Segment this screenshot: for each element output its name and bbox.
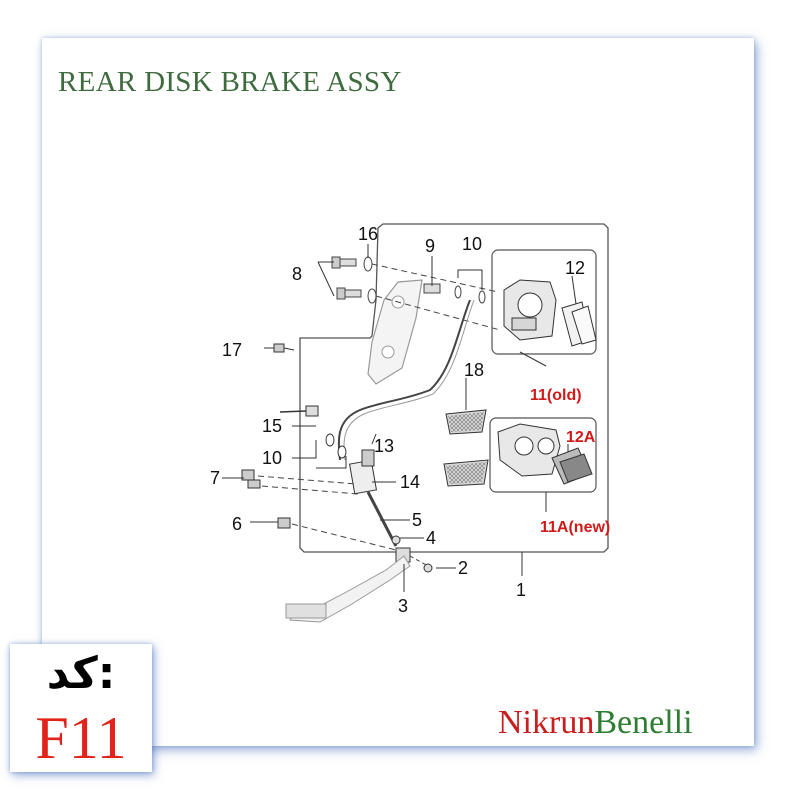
page-title: REAR DISK BRAKE ASSY — [58, 66, 402, 98]
brake-pad-item-lower — [443, 459, 489, 487]
callout-label: 17 — [222, 340, 242, 360]
caliper-old — [503, 279, 557, 341]
brake-pedal — [285, 555, 411, 623]
brake-hose-inner — [343, 299, 475, 461]
caliper-new-box — [489, 417, 597, 493]
callout-label: 13 — [374, 436, 394, 456]
brand-part-1: Nikrun — [498, 704, 595, 741]
caliper-new — [497, 423, 561, 477]
callout-label: 9 — [425, 236, 435, 256]
content-card — [42, 38, 754, 746]
code-label: کد: — [46, 648, 116, 699]
callout-label: 2 — [458, 558, 468, 578]
callout-label: 10 — [462, 234, 482, 254]
bolt-lower — [336, 287, 362, 300]
callout-label: 14 — [400, 472, 420, 492]
bolt-7-guide — [257, 475, 357, 485]
bolt-upper — [331, 256, 357, 269]
callout-label: 4 — [426, 528, 436, 548]
callout-label-red: 11A(new) — [540, 519, 610, 536]
bolt-guide-lower — [375, 295, 501, 331]
pin-guide — [409, 555, 429, 567]
part-code-box: کد: F11 — [10, 644, 152, 772]
master-cylinder — [348, 449, 378, 495]
brand-watermark: NikrunBenelli — [498, 704, 693, 742]
push-rod — [366, 491, 398, 547]
callout-label: 6 — [232, 514, 242, 534]
mounting-bracket — [367, 279, 423, 385]
callout-label: 3 — [398, 596, 408, 616]
screw-17 — [273, 343, 295, 353]
brake-pad-item-upper — [445, 409, 487, 435]
brake-pads-old — [561, 301, 597, 347]
brake-hose — [337, 299, 471, 461]
callout-label-red: 11(old) — [530, 387, 582, 404]
callout-label-red: 12A — [566, 429, 596, 446]
callout-label: 12 — [565, 258, 585, 278]
nut-4 — [391, 535, 401, 545]
callout-label: 8 — [292, 264, 302, 284]
callout-label: 5 — [412, 510, 422, 530]
bolt-7 — [241, 469, 261, 489]
assembly-outline — [299, 223, 609, 553]
brake-pads-new — [551, 447, 593, 485]
pin-2 — [423, 563, 433, 573]
banjo-fitting-lower — [279, 405, 347, 459]
callout-label: 18 — [464, 360, 484, 380]
brand-part-2: Benelli — [594, 704, 693, 741]
callout-label: 15 — [262, 416, 282, 436]
callout-label: 1 — [516, 580, 526, 600]
callout-label: 10 — [262, 448, 282, 468]
callout-label: 16 — [358, 224, 378, 244]
bolt-guide-upper — [371, 263, 499, 293]
bolt-6 — [277, 517, 291, 529]
washer-lower — [367, 288, 377, 304]
bolt-7-guide-2 — [261, 485, 359, 495]
code-value: F11 — [35, 705, 127, 771]
callout-label: 7 — [210, 468, 220, 488]
caliper-old-box — [491, 249, 597, 355]
leader-lines — [222, 244, 577, 592]
banjo-bolt — [423, 283, 486, 304]
washer-upper — [363, 256, 373, 272]
bracket-hole — [381, 345, 395, 359]
